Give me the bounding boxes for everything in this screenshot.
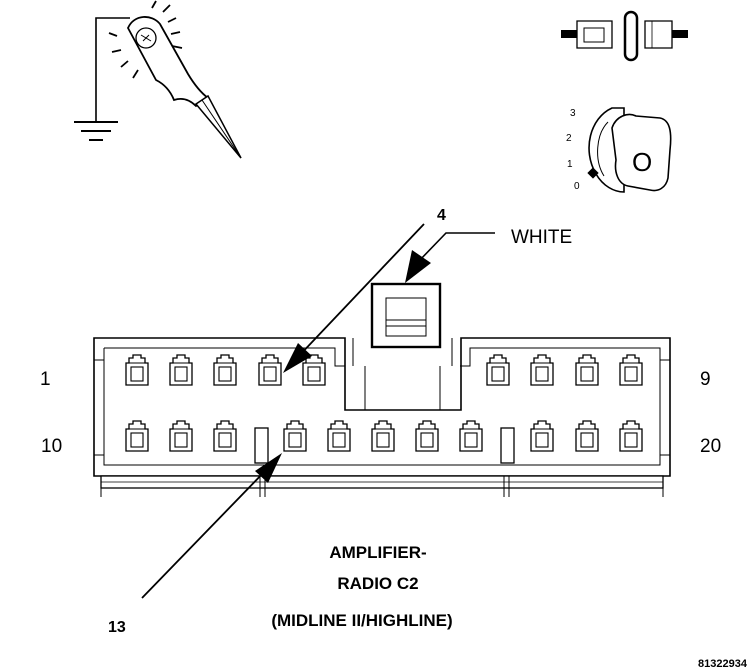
callout-13-label: 13	[108, 619, 126, 636]
callout-4-leader	[283, 223, 425, 373]
pin-cavity	[619, 420, 643, 452]
pin-cavity	[283, 420, 307, 452]
ignition-position-0: 0	[574, 181, 580, 192]
pin-cavity	[575, 354, 599, 386]
pin-cavity	[169, 354, 193, 386]
callout-4-label: 4	[437, 207, 446, 224]
callout-13-leader	[141, 453, 282, 599]
pin-cavity	[530, 354, 554, 386]
ignition-position-1: 1	[567, 159, 573, 170]
pin-cavity	[125, 354, 149, 386]
pin-cavity	[213, 420, 237, 452]
pin-20-label: 20	[700, 436, 721, 457]
connector-body	[93, 337, 671, 497]
ignition-key-label: O	[632, 147, 652, 177]
disconnected-connector-icon	[561, 10, 688, 62]
ground-symbol-icon	[74, 121, 118, 141]
pin-cavity	[619, 354, 643, 386]
caption-line-1: AMPLIFIER-	[329, 543, 426, 562]
pin-cavity	[415, 420, 439, 452]
pin-10-label: 10	[41, 436, 62, 457]
pin-cavity	[125, 420, 149, 452]
figure-id: 81322934	[698, 658, 748, 670]
pin-9-label: 9	[700, 369, 711, 390]
pin-cavity	[486, 354, 510, 386]
pin-cavity	[169, 420, 193, 452]
white-color-label: WHITE	[511, 227, 572, 248]
pin-cavity	[530, 420, 554, 452]
pin-cavity	[327, 420, 351, 452]
ignition-key-icon	[587, 107, 672, 193]
pin-cavity	[575, 420, 599, 452]
white-tab-leader	[405, 232, 495, 283]
pin-cavity	[371, 420, 395, 452]
caption-line-3: (MIDLINE II/HIGHLINE)	[271, 611, 452, 630]
ignition-position-2: 2	[566, 133, 572, 144]
pin-cavity	[459, 420, 483, 452]
pin-cavity	[302, 354, 326, 386]
pin-cavity	[213, 354, 237, 386]
pin-1-label: 1	[40, 369, 51, 390]
white-lock-tab	[370, 282, 442, 349]
pin-cavity	[258, 354, 282, 386]
ignition-position-3: 3	[570, 108, 576, 119]
caption-line-2: RADIO C2	[337, 574, 418, 593]
test-probe-icon	[74, 0, 242, 159]
